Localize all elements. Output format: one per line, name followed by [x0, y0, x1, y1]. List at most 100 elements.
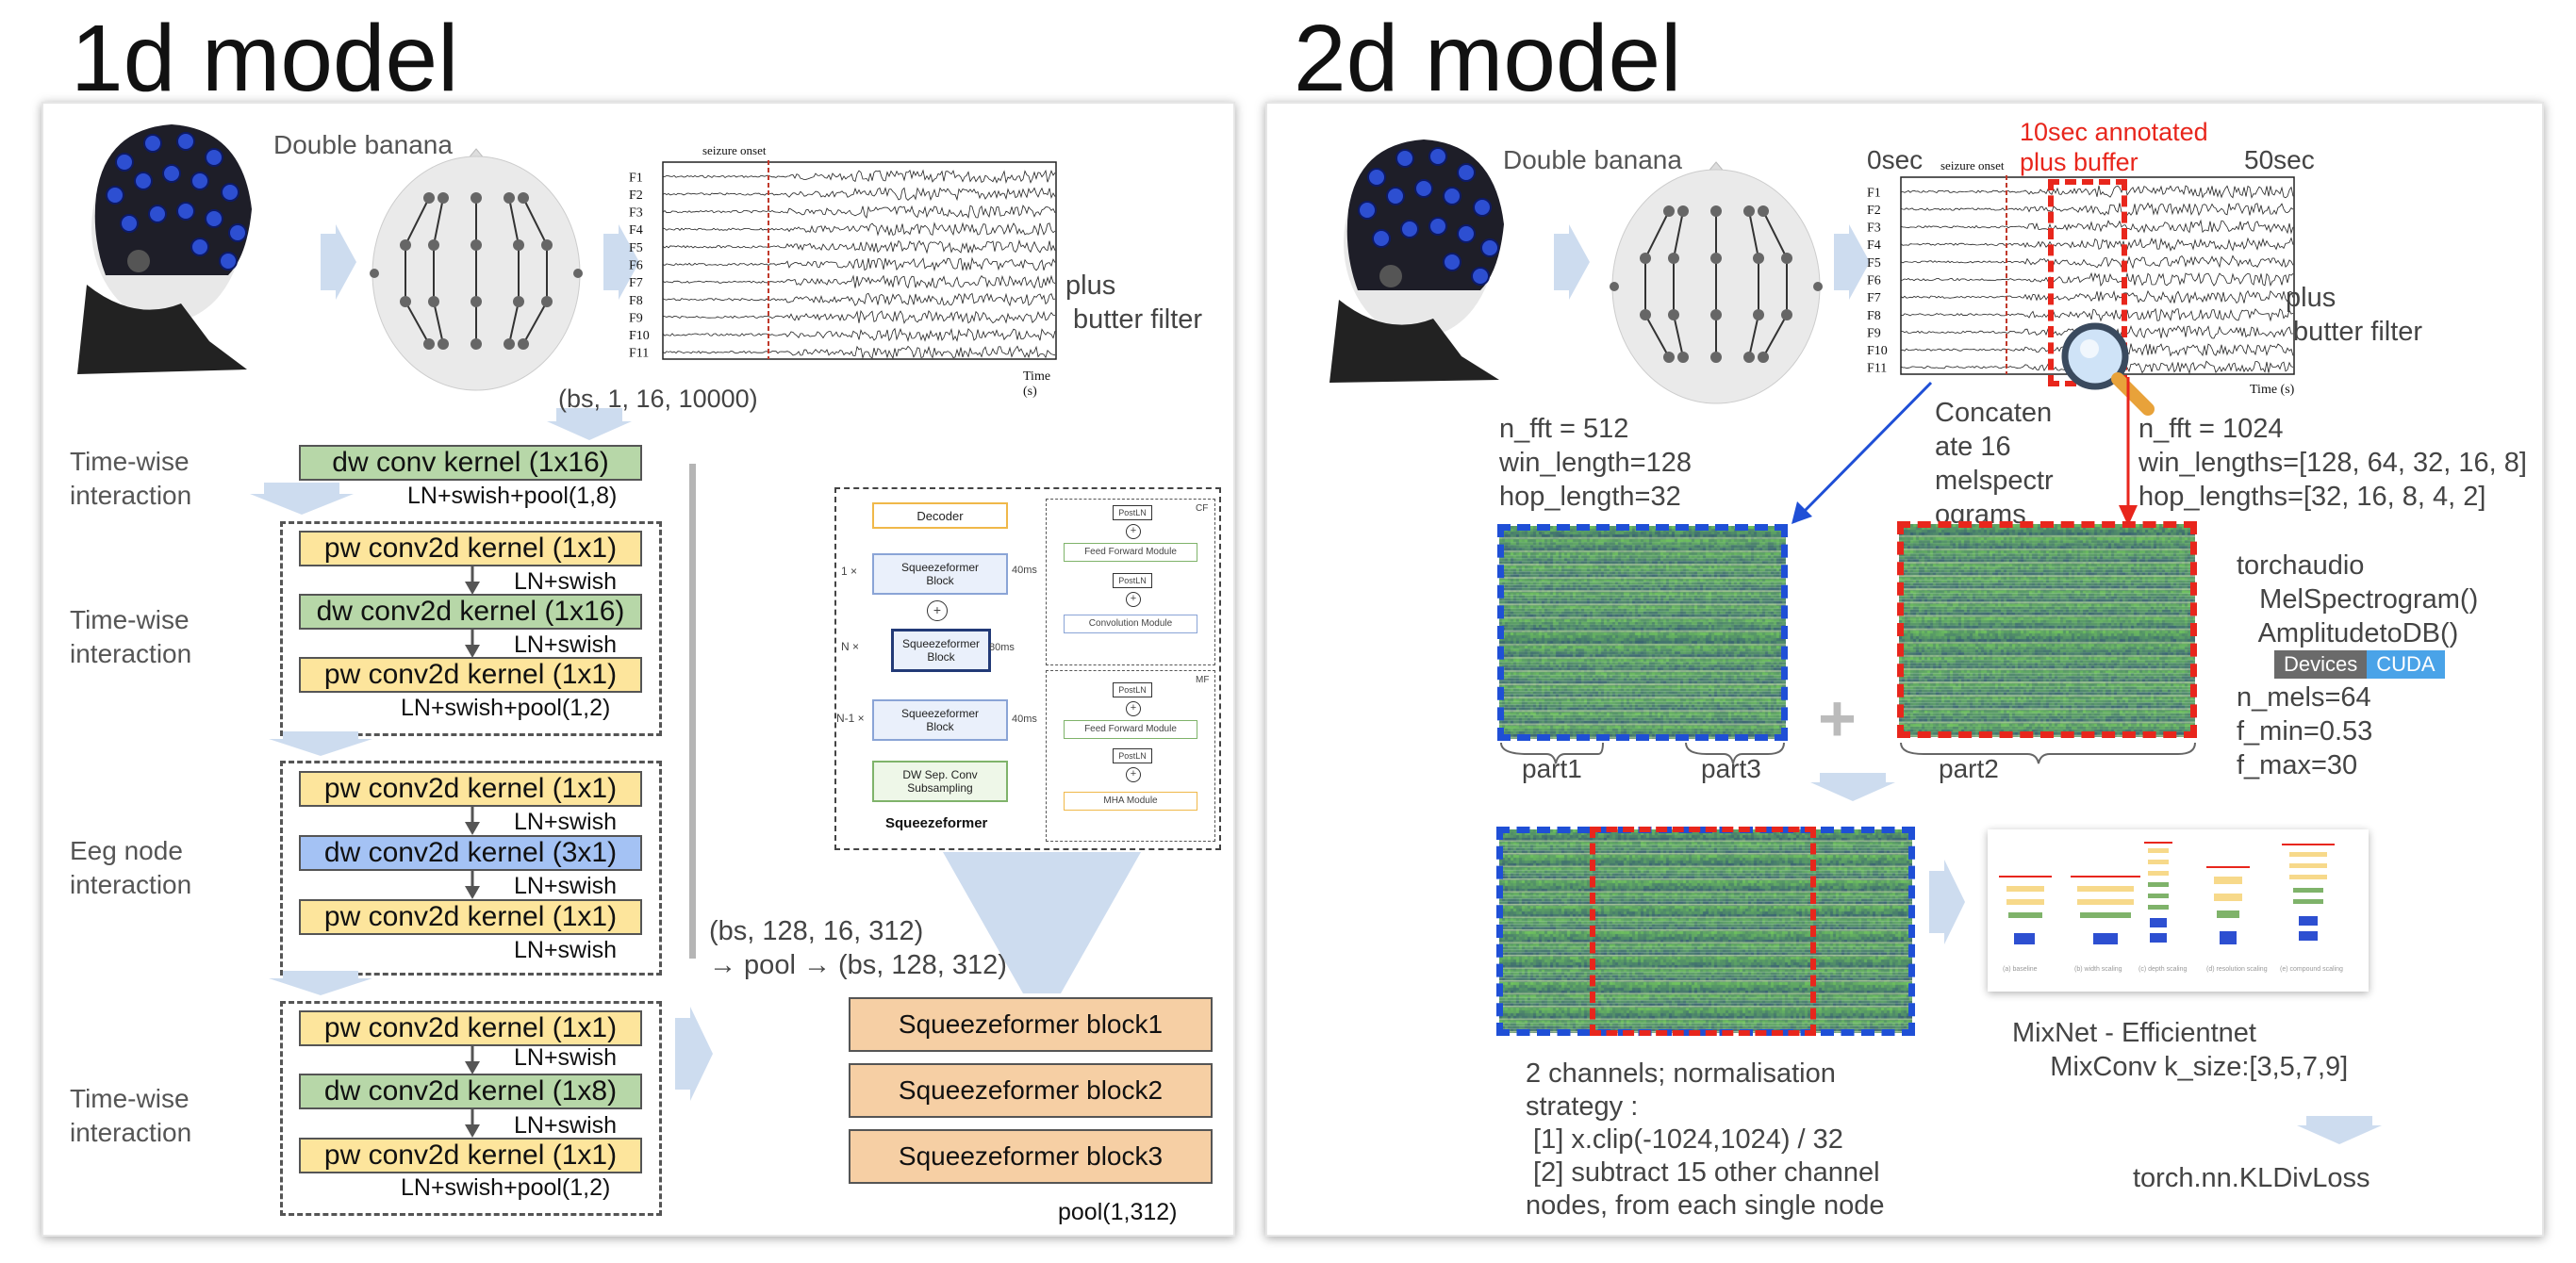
- filter-note: plus butter filter: [2286, 283, 2423, 347]
- arrow-right-icon: [321, 224, 356, 300]
- annotation-label: 10sec annotated plus buffer: [2020, 118, 2208, 176]
- arrow-down-icon: [547, 408, 632, 440]
- channel-label: F9: [629, 311, 643, 325]
- plus-node-icon: +: [927, 600, 948, 621]
- dw-conv2d-box: dw conv2d kernel (1x8): [299, 1074, 642, 1109]
- double-banana-montage-diagram: [370, 148, 583, 391]
- time-label: 80ms: [989, 642, 1015, 653]
- brace-marks: [1500, 742, 2196, 764]
- cf-label: CF: [1196, 503, 1209, 514]
- arrow-right-icon: [603, 224, 639, 300]
- divider-bar: [689, 464, 696, 959]
- channel-label: F4: [1867, 238, 1881, 253]
- sf-block-2: Squeezeformer Block: [891, 629, 991, 672]
- network-scaling-diagrams: (a) baseline (b) width scaling (c) depth…: [1999, 842, 2343, 973]
- eeg-trace: [1900, 254, 2294, 270]
- block3-note-2: LN+swish: [514, 1112, 618, 1139]
- channel-label: F5: [1867, 256, 1881, 271]
- dw-conv2d-box: dw conv2d kernel (3x1): [299, 835, 642, 871]
- arrow-down-small-icon: [465, 566, 480, 595]
- row-label-time-wise-1: Time-wise interaction: [70, 447, 192, 510]
- block3-group: [280, 1001, 662, 1216]
- mult-label: N-1 ×: [836, 712, 865, 725]
- normalisation-label: 2 channels; normalisation strategy : [1]…: [1526, 1058, 1885, 1221]
- row-label-time-wise-3: Time-wise interaction: [70, 1084, 192, 1147]
- sf-block-3: Squeezeformer Block: [872, 699, 1008, 741]
- mult-label: 1 ×: [841, 565, 858, 578]
- ffm-box: Feed Forward Module: [1064, 720, 1197, 739]
- red-arrow-icon: [2119, 377, 2138, 526]
- channel-label: F4: [629, 223, 643, 238]
- dw-conv-kernel-box: dw conv kernel (1x16): [299, 445, 642, 481]
- tiny-caption: (e) compound scaling: [2280, 966, 2343, 973]
- arrow-right-icon: [675, 1007, 713, 1101]
- sec0-label: 0sec: [1867, 145, 1924, 174]
- eeg-trace: [662, 221, 1056, 237]
- plus-node-icon: +: [1126, 767, 1141, 782]
- block2-note-2: LN+swish: [514, 873, 618, 899]
- sec50-label: 50sec: [2244, 145, 2315, 174]
- channel-label: F11: [629, 347, 649, 361]
- funnel-arrow-icon: [943, 852, 1141, 993]
- loss-label: torch.nn.KLDivLoss: [2133, 1163, 2370, 1193]
- combined-spectrogram: [1499, 829, 1912, 1033]
- eeg-trace: [662, 327, 1056, 343]
- seizure-onset-label: seizure onset: [1940, 158, 2005, 172]
- channel-label: F6: [629, 259, 643, 273]
- red-dashed-frame: [1897, 521, 2197, 738]
- block0-note: LN+swish+pool(1,8): [407, 483, 618, 509]
- eeg-trace: [1900, 289, 2294, 304]
- dw-conv2d-box: dw conv2d kernel (1x16): [299, 594, 642, 630]
- arrow-down-small-icon: [465, 1109, 480, 1138]
- conv-module-box: Convolution Module: [1064, 615, 1197, 633]
- mf-label: MF: [1196, 675, 1210, 685]
- eeg-trace: [662, 187, 1056, 202]
- squeezeformer-block1: Squeezeformer block1: [849, 997, 1213, 1052]
- pw-conv2d-box: pw conv2d kernel (1x1): [299, 1138, 642, 1173]
- block3-note-3: LN+swish+pool(1,2): [401, 1174, 611, 1201]
- arrow-down-icon: [250, 483, 354, 515]
- channel-label: F9: [1867, 326, 1881, 340]
- concat-label: Concaten ate 16 melspectr ograms: [1935, 398, 2054, 530]
- arrow-right-icon: [1929, 860, 1965, 944]
- pw-conv2d-box: pw conv2d kernel (1x1): [299, 771, 642, 807]
- channel-label: F1: [629, 171, 643, 185]
- channel-label: F6: [1867, 274, 1881, 288]
- tiny-caption: (c) depth scaling: [2138, 966, 2187, 973]
- arrow-right-icon: [1834, 224, 1870, 300]
- block1-note-2: LN+swish: [514, 632, 618, 658]
- channel-label: F1: [1867, 186, 1881, 200]
- params-right: n_fft = 1024 win_lengths=[128, 64, 32, 1…: [2138, 414, 2527, 512]
- part3-label: part3: [1701, 754, 1761, 783]
- eeg-trace: [662, 274, 1056, 289]
- eeg-trace: [662, 205, 1056, 219]
- eeg-trace: [1900, 237, 2294, 252]
- eeg-cap-head-image: [77, 124, 252, 374]
- eeg-trace: [662, 292, 1056, 307]
- torchaudio-label: torchaudio MelSpectrogram() AmplitudetoD…: [2237, 550, 2479, 648]
- double-banana-label: Double banana: [273, 130, 453, 159]
- blue-arrow-icon: [1792, 381, 1933, 524]
- plus-node-icon: +: [1126, 701, 1141, 716]
- double-banana-label: Double banana: [1503, 145, 1682, 174]
- tiny-caption: (a) baseline: [2003, 966, 2038, 973]
- channel-label: F3: [629, 206, 643, 221]
- part1-label: part1: [1522, 754, 1582, 783]
- mha-module-box: MHA Module: [1064, 792, 1197, 811]
- tiny-caption: (b) width scaling: [2074, 966, 2122, 973]
- input-shape-label: (bs, 1, 16, 10000): [558, 385, 758, 413]
- pool-shape-label: (bs, 128, 16, 312) → pool → (bs, 128, 31…: [709, 916, 1007, 980]
- devices-badge: Devices: [2274, 650, 2368, 679]
- time-label: 40ms: [1012, 714, 1037, 725]
- params-left: n_fft = 512 win_length=128 hop_length=32: [1499, 414, 1692, 512]
- eeg-trace: [662, 309, 1055, 324]
- eeg-trace: [1900, 185, 2294, 199]
- seizure-onset-label: seizure onset: [702, 143, 767, 157]
- eeg-trace: [662, 169, 1056, 185]
- block3-note-1: LN+swish: [514, 1044, 618, 1071]
- subsampling-box: DW Sep. Conv Subsampling: [872, 761, 1008, 802]
- block2-note-3: LN+swish: [514, 937, 618, 963]
